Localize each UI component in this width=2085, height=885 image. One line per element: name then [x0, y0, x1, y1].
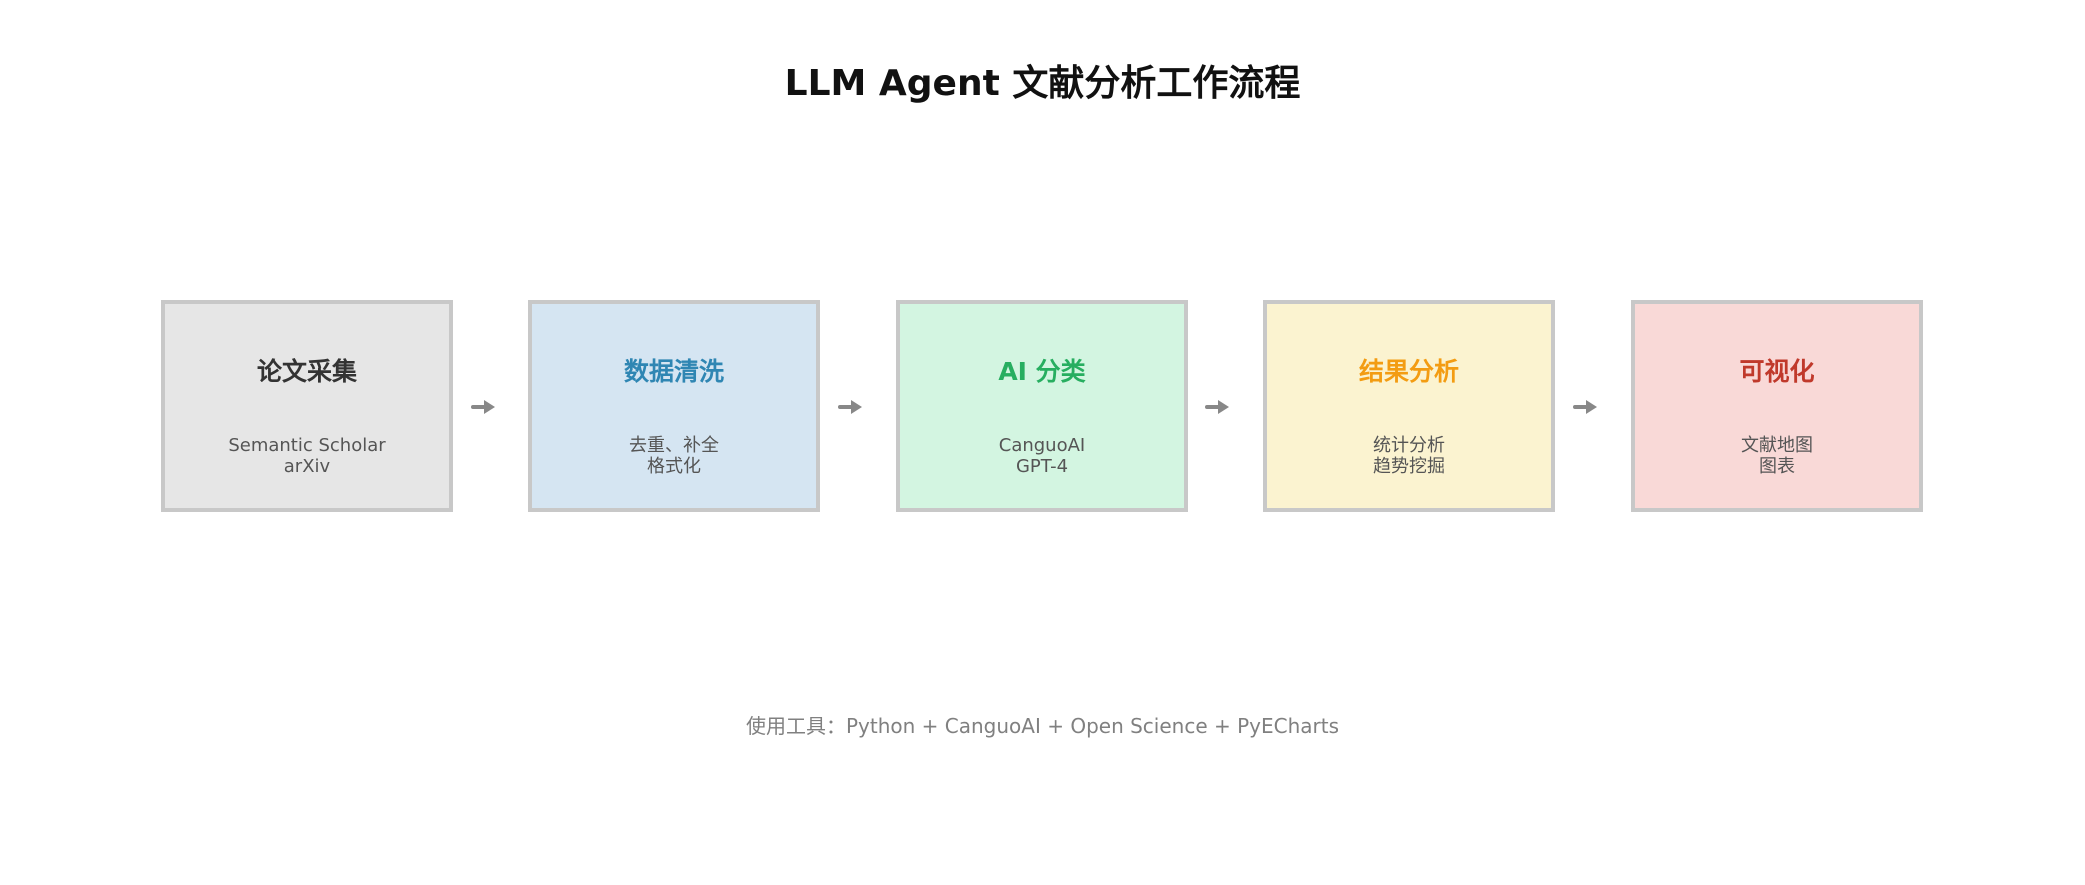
step-line: Semantic Scholar: [228, 435, 386, 456]
step-description: Semantic Scholar arXiv: [165, 435, 449, 477]
step-line: GPT-4: [1015, 456, 1069, 477]
arrow-right-icon: [838, 400, 862, 414]
step-line: CanguoAI: [998, 435, 1086, 456]
step-box-data-cleaning: 数据清洗 去重、补全 格式化: [528, 300, 820, 512]
step-title: AI 分类: [998, 357, 1086, 386]
arrow-right-icon: [471, 400, 495, 414]
step-line: 去重、补全: [629, 435, 719, 456]
step-line: arXiv: [283, 456, 331, 477]
step-box-ai-classification: AI 分类 CanguoAI GPT-4: [896, 300, 1188, 512]
page-title: LLM Agent 文献分析工作流程: [784, 63, 1301, 104]
arrow-right-icon: [1573, 400, 1597, 414]
step-line: 图表: [1759, 456, 1795, 477]
step-line: 文献地图: [1741, 435, 1813, 456]
step-title: 结果分析: [1358, 357, 1459, 386]
step-title: 可视化: [1739, 357, 1815, 386]
step-line: 趋势挖掘: [1373, 456, 1445, 477]
step-box-result-analysis: 结果分析 统计分析 趋势挖掘: [1263, 300, 1555, 512]
step-description: 去重、补全 格式化: [532, 435, 816, 477]
tools-footer-note: 使用工具：Python + CanguoAI + Open Science + …: [745, 714, 1340, 738]
step-description: 文献地图 图表: [1635, 435, 1919, 477]
step-description: CanguoAI GPT-4: [900, 435, 1184, 477]
step-title: 数据清洗: [623, 357, 724, 386]
step-box-paper-collection: 论文采集 Semantic Scholar arXiv: [161, 300, 453, 512]
arrow-right-icon: [1205, 400, 1229, 414]
step-box-visualization: 可视化 文献地图 图表: [1631, 300, 1923, 512]
step-description: 统计分析 趋势挖掘: [1267, 435, 1551, 477]
step-line: 格式化: [647, 456, 701, 477]
step-title: 论文采集: [256, 357, 357, 386]
step-line: 统计分析: [1373, 435, 1445, 456]
